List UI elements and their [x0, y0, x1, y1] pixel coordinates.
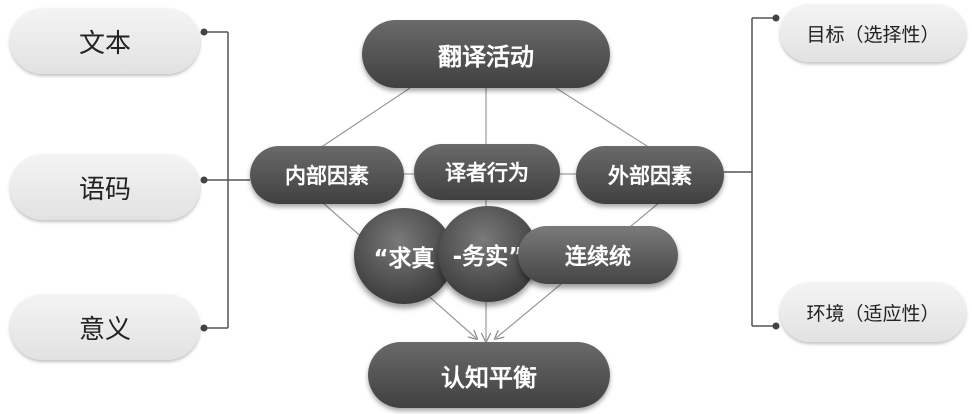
- middle-node-translator-behavior: 译者行为: [414, 144, 560, 200]
- left-item-text: 文本: [10, 8, 200, 74]
- right-item-environment: 环境（适应性）: [780, 282, 966, 342]
- middle-node-external-factors: 外部因素: [576, 146, 724, 204]
- bottom-node-cognitive-balance: 认知平衡: [368, 342, 610, 408]
- middle-node-internal-factors: 内部因素: [250, 146, 404, 204]
- left-dot-mid: [200, 176, 208, 184]
- right-dot-top: [772, 14, 780, 22]
- right-bracket: [724, 17, 776, 327]
- left-bracket: [204, 31, 250, 329]
- top-connectors: [319, 87, 651, 175]
- continuum-pill: 连续统: [518, 226, 678, 284]
- left-item-code: 语码: [10, 154, 200, 220]
- top-node-translation-activity: 翻译活动: [362, 20, 610, 88]
- circle-seek-truth: “求真: [354, 208, 454, 304]
- left-dot-top: [200, 28, 208, 36]
- left-dot-bottom: [200, 324, 208, 332]
- right-dot-bottom: [772, 322, 780, 330]
- right-item-goal: 目标（选择性）: [780, 4, 966, 62]
- left-item-meaning: 意义: [10, 294, 200, 360]
